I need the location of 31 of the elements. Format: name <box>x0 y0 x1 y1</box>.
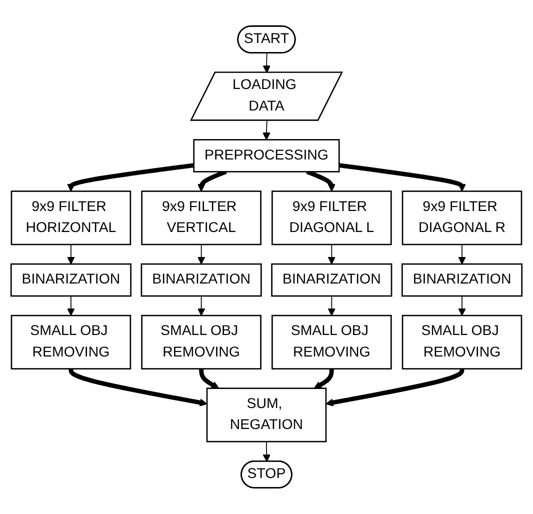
node-box: BINARIZATION <box>271 263 392 297</box>
arrow <box>199 368 220 389</box>
arrow <box>68 368 208 406</box>
arrow <box>262 120 270 140</box>
node-box: BINARIZATION <box>140 263 262 297</box>
node-box: SMALL OBJ REMOVING <box>272 314 392 370</box>
node-box: SMALL OBJ REMOVING <box>141 314 262 370</box>
arrow <box>197 296 206 316</box>
node-box: SUM, NEGATION <box>206 388 327 442</box>
node-box: PREPROCESSING <box>193 139 340 172</box>
node-box: 9x9 FILTER VERTICAL <box>141 190 262 246</box>
node-box: 9x9 FILTER DIAGONAL L <box>272 190 392 246</box>
arrow <box>458 296 466 316</box>
node-box: BINARIZATION <box>402 263 523 297</box>
arrow <box>328 296 336 316</box>
arrow <box>328 244 336 264</box>
arrow <box>67 296 75 316</box>
arrow <box>67 244 75 264</box>
arrow <box>262 441 271 462</box>
arrow <box>262 52 271 74</box>
arrow <box>458 244 466 264</box>
node-box: SMALL OBJ REMOVING <box>402 314 522 370</box>
arrow <box>67 163 194 192</box>
arrow <box>326 368 464 406</box>
node-box: BINARIZATION <box>10 263 132 297</box>
arrow <box>338 163 466 192</box>
node-box: 9x9 FILTER HORIZONTAL <box>10 190 132 246</box>
node-box: SMALL OBJ REMOVING <box>10 314 132 370</box>
node-box: 9x9 FILTER DIAGONAL R <box>402 190 522 246</box>
arrow <box>197 244 206 264</box>
arrow <box>314 368 334 389</box>
